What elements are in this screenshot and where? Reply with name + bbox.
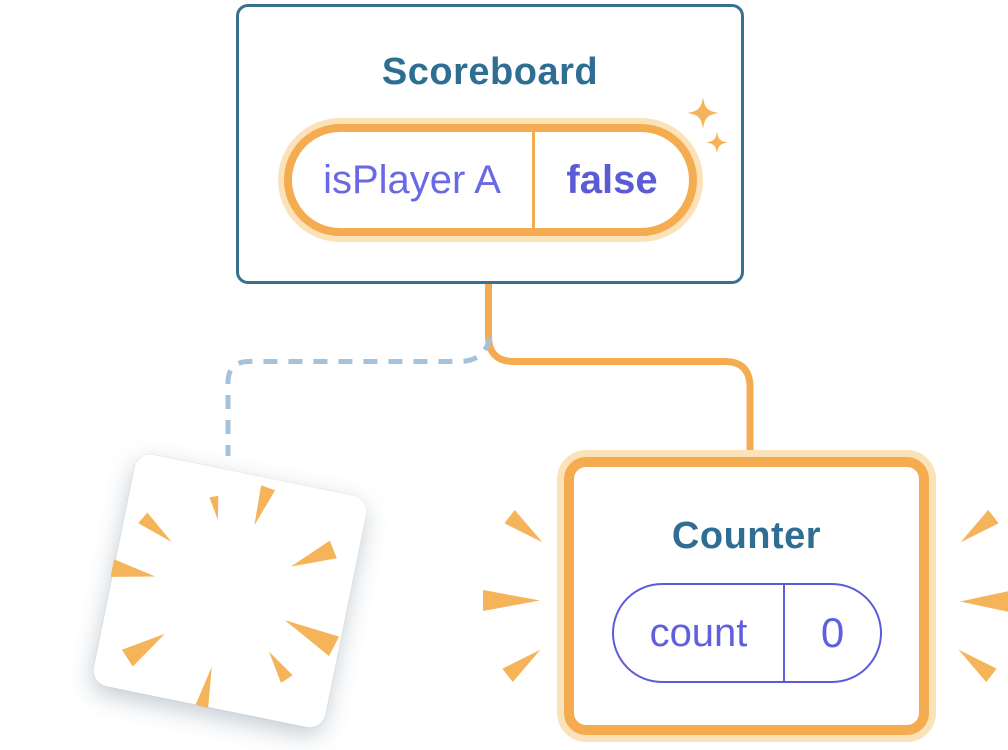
orange-connector-line <box>485 279 754 459</box>
count-key: count <box>649 610 748 655</box>
count-key-cell: count <box>614 585 783 681</box>
state-key-cell: isPlayer A <box>292 132 532 228</box>
count-value: 0 <box>820 609 845 656</box>
state-value-cell: false <box>532 132 689 228</box>
sparkle-icon-small <box>706 131 728 154</box>
scoreboard-title: Scoreboard <box>381 51 599 93</box>
state-key: isPlayer A <box>323 157 501 202</box>
dashed-connector-line <box>225 336 493 456</box>
scoreboard-card: Scoreboard isPlayer A false <box>236 4 744 284</box>
destroyed-component-card <box>90 451 370 731</box>
state-value: false <box>566 157 658 202</box>
counter-title: Counter <box>671 515 822 557</box>
sparkle-icon-large <box>687 97 719 129</box>
scoreboard-state-pill: isPlayer A false <box>284 124 697 236</box>
counter-state-pill: count 0 <box>612 583 882 683</box>
count-value-cell: 0 <box>783 585 880 681</box>
counter-card: Counter count 0 <box>564 457 929 735</box>
